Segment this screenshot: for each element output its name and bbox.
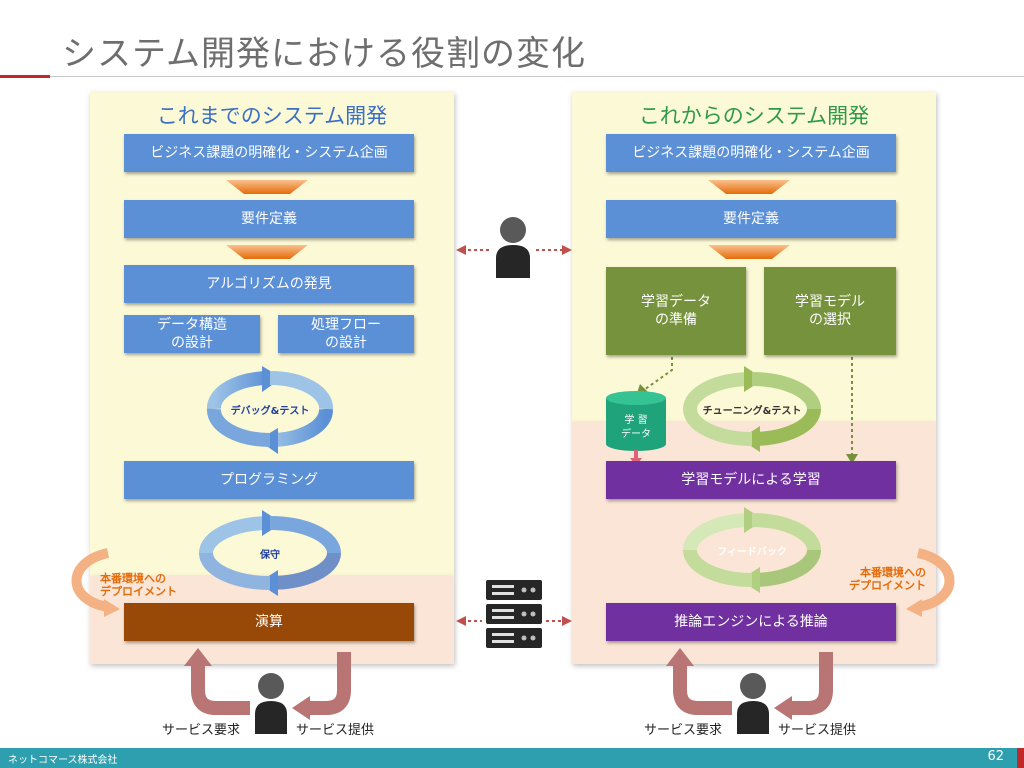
right-feedback-label: フィードバック <box>717 547 787 558</box>
model-select-to-learning-connector <box>846 357 858 464</box>
left-maintenance-cycle-icon <box>199 510 341 596</box>
learning-data-database-icon <box>606 391 666 451</box>
right-down-arrow-1 <box>708 180 790 194</box>
left-service-request-label: サービス要求 <box>162 723 241 738</box>
right-tuning-cycle-icon <box>683 366 821 452</box>
left-service-request-arrow <box>184 648 250 715</box>
right-step-data-preparation: 学習データ の準備 <box>606 267 746 355</box>
right-deployment-arrow <box>906 548 955 617</box>
title-underline <box>0 76 1024 77</box>
right-feedback-cycle-icon <box>683 507 821 593</box>
left-debug-cycle-icon <box>207 366 333 454</box>
title-accent-bar <box>0 75 50 78</box>
left-down-arrow-2 <box>226 245 308 259</box>
left-step-programming: プログラミング <box>124 461 414 499</box>
right-service-request-arrow <box>666 648 732 715</box>
left-step-algorithm-discovery: アルゴリズムの発見 <box>124 265 414 303</box>
right-step-inference: 推論エンジンによる推論 <box>606 603 896 641</box>
server-link-line <box>456 616 572 626</box>
engineer-person-icon <box>496 217 530 278</box>
right-user-person-icon <box>737 673 769 734</box>
data-prep-to-db-connector <box>636 357 673 396</box>
learning-data-db-label: 学 習 データ <box>621 415 651 440</box>
right-step-business-planning: ビジネス課題の明確化・システム企画 <box>606 134 896 172</box>
right-panel-heading: これからのシステム開発 <box>638 104 870 128</box>
server-rack-icon <box>486 580 542 648</box>
left-user-person-icon <box>255 673 287 734</box>
left-debug-test-label: デバッグ&テスト <box>230 406 310 417</box>
right-service-provide-label: サービス提供 <box>778 723 857 738</box>
left-step-data-structure-design: データ構造 の設計 <box>124 315 260 353</box>
right-deployment-label: 本番環境への デプロイメント <box>849 566 926 592</box>
left-step-requirements: 要件定義 <box>124 200 414 238</box>
left-deployment-label: 本番環境への デプロイメント <box>100 572 177 598</box>
right-step-requirements: 要件定義 <box>606 200 896 238</box>
left-step-business-planning: ビジネス課題の明確化・システム企画 <box>124 134 414 172</box>
right-step-model-selection: 学習モデル の選択 <box>764 267 896 355</box>
left-panel-heading: これまでのシステム開発 <box>156 104 388 128</box>
footer-company-name: ネットコマース株式会社 <box>8 755 118 766</box>
right-service-request-label: サービス要求 <box>644 723 723 738</box>
left-deployment-arrow <box>71 548 120 617</box>
left-service-provide-label: サービス提供 <box>296 723 375 738</box>
right-down-arrow-2 <box>708 245 790 259</box>
footer-accent-bar <box>1017 748 1024 768</box>
left-maintenance-label: 保守 <box>260 550 280 561</box>
right-service-provide-arrow <box>774 652 833 720</box>
left-step-process-flow-design: 処理フロー の設計 <box>278 315 414 353</box>
left-down-arrow-1 <box>226 180 308 194</box>
left-step-computation: 演算 <box>124 603 414 641</box>
footer-page-number: 62 <box>987 749 1004 764</box>
page-title: システム開発における役割の変化 <box>62 34 586 74</box>
right-tuning-test-label: チューニング&テスト <box>702 406 802 417</box>
footer-bar <box>0 748 1024 768</box>
engineer-link-line <box>456 245 572 255</box>
left-service-provide-arrow <box>292 652 351 720</box>
right-step-model-learning: 学習モデルによる学習 <box>606 461 896 499</box>
